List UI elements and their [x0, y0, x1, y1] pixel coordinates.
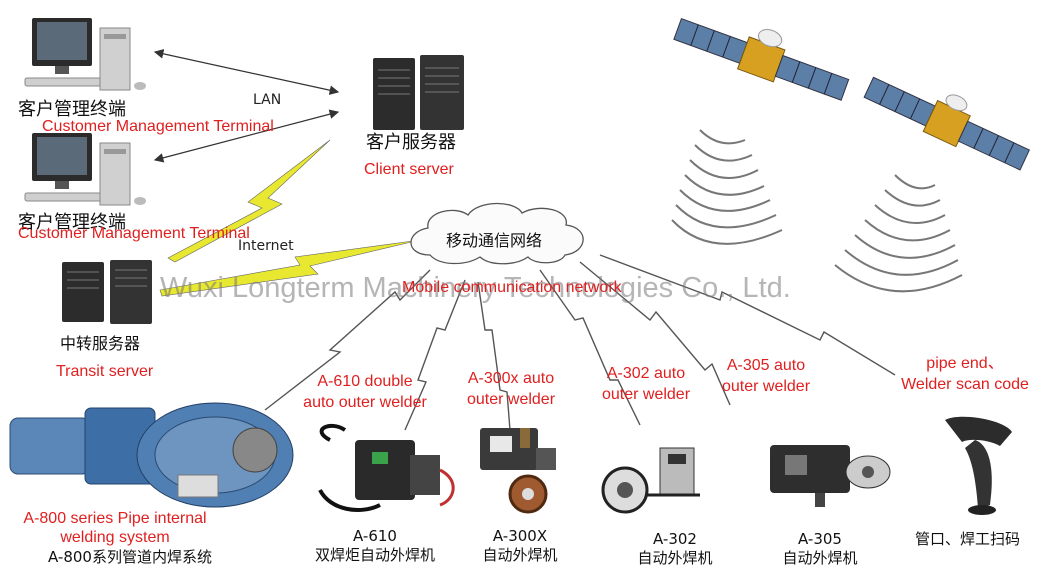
a800-cn-label: A-800系列管道内焊系统 [48, 548, 212, 566]
lan-link-2 [153, 109, 340, 163]
terminal1-cn-label: 客户管理终端 [18, 99, 126, 120]
network-en-label: Mobile communication network [402, 279, 622, 296]
a800-pipe-welder-icon [9, 402, 294, 508]
transit-server-cn-label: 中转服务器 [60, 334, 141, 353]
satellite-2 [863, 76, 1031, 171]
internet-bolt-upper [167, 139, 331, 263]
internet-bolt-lower [159, 239, 421, 297]
wireless-links [264, 254, 896, 431]
client-server-en-label: Client server [364, 161, 454, 178]
scanner-en-label: pipe end、Welder scan code [901, 355, 1029, 393]
computer-terminal-2-icon [24, 133, 146, 206]
computer-terminal-1-icon [24, 18, 146, 91]
a610-welder-icon [318, 423, 455, 512]
transit-server-en-label: Transit server [56, 363, 154, 380]
a305-welder-icon [770, 445, 891, 507]
a300x-welder-icon [480, 428, 556, 514]
terminal1-en-label: Customer Management Terminal [42, 118, 274, 135]
network-cn-label: 移动通信网络 [446, 231, 543, 250]
watermark: Wuxi Longterm Machinery Technologies Co.… [160, 272, 791, 304]
internet-label: Internet [238, 238, 294, 254]
transit-server-icon [62, 260, 152, 324]
lan-label: LAN [253, 92, 282, 108]
barcode-scanner-icon [945, 416, 1012, 515]
scanner-cn-label: 管口、焊工扫码 [915, 530, 1021, 548]
a302-welder-icon [601, 447, 700, 514]
satellite-1 [673, 17, 850, 101]
terminal2-en-label: Customer Management Terminal [18, 225, 250, 242]
lan-link-1 [153, 49, 340, 95]
mobile-network-cloud [410, 202, 584, 265]
terminal2-cn-label: 客户管理终端 [18, 212, 126, 233]
satellite-signal-1 [671, 129, 783, 245]
client-server-cn-label: 客户服务器 [366, 132, 456, 153]
satellite-signal-2 [834, 174, 963, 293]
client-server-icon [373, 55, 464, 130]
